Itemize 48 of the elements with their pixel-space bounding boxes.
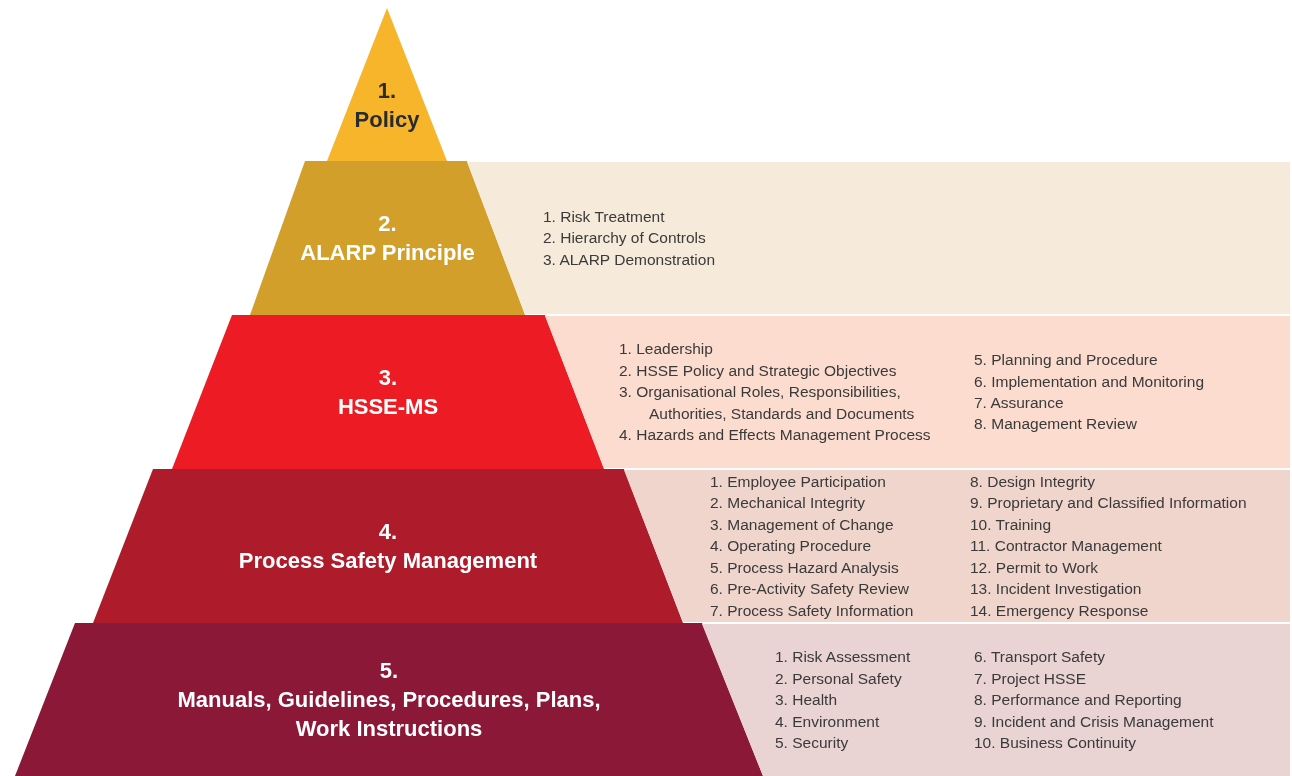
list-item: 6. Pre-Activity Safety Review — [710, 579, 910, 600]
list-item: 14. Emergency Response — [970, 600, 1150, 621]
list-item: 3. Management of Change — [710, 514, 895, 535]
list-item: 1. Risk Treatment — [543, 206, 666, 227]
tier-number: 5. — [379, 657, 399, 685]
list-item: 7. Process Safety Information — [710, 600, 915, 621]
tier-title: Manuals, Guidelines, Procedures, Plans, Work Instructions — [176, 686, 602, 743]
tier-number: 1. — [377, 76, 397, 105]
list-item: 7. Project HSSE — [974, 668, 1087, 689]
list-panel — [702, 624, 1290, 776]
list-item: 3. Health — [775, 690, 839, 711]
list-item: 6. Implementation and Monitoring — [974, 371, 1206, 392]
tier-title: HSSE-MS — [337, 393, 439, 421]
list-item: 6. Transport Safety — [974, 647, 1106, 668]
list-item: 1. Risk Assessment — [775, 647, 912, 668]
list-item: 12. Permit to Work — [970, 557, 1100, 578]
list-item: 1. Employee Participation — [710, 472, 887, 493]
list-panel — [545, 316, 1290, 468]
list-item: 10. Training — [970, 514, 1052, 535]
list-item: 2. Mechanical Integrity — [710, 493, 867, 514]
tier-title: Process Safety Management — [238, 547, 538, 575]
list-item: 8. Design Integrity — [970, 472, 1096, 493]
list-panel — [624, 470, 1290, 622]
list-item: 2. Hierarchy of Controls — [543, 228, 707, 249]
list-item: 1. Leadership — [619, 339, 714, 360]
list-item: 3. ALARP Demonstration — [543, 249, 717, 270]
list-item: 4. Operating Procedure — [710, 536, 873, 557]
tier-number: 2. — [378, 210, 397, 238]
tier-number: 3. — [378, 364, 398, 392]
list-item: 5. Planning and Procedure — [974, 350, 1159, 371]
list-item: 7. Assurance — [974, 393, 1065, 413]
list-item: 2. HSSE Policy and Strategic Objectives — [619, 360, 898, 381]
list-item: 9. Incident and Crisis Management — [974, 711, 1215, 732]
list-item: 4. Environment — [775, 711, 881, 732]
list-item: 9. Proprietary and Classified Information — [970, 493, 1248, 514]
list-item: 5. Security — [775, 733, 850, 754]
list-item: 4. Hazards and Effects Management Process — [619, 425, 932, 446]
list-item: 2. Personal Safety — [775, 668, 903, 689]
list-item: 11. Contractor Management — [970, 536, 1163, 557]
list-item: 3. Organisational Roles, Responsibilities, Authorities, Standards and Documents — [619, 382, 916, 424]
tier-title: Policy — [354, 105, 420, 134]
list-item: 10. Business Continuity — [974, 733, 1137, 754]
list-item: 5. Process Hazard Analysis — [710, 557, 900, 578]
tier-title: ALARP Principle — [300, 239, 475, 267]
list-item: 8. Performance and Reporting — [974, 690, 1183, 711]
list-item: 8. Management Review — [974, 414, 1138, 435]
list-item: 13. Incident Investigation — [970, 579, 1143, 600]
tier-number: 4. — [378, 518, 398, 546]
